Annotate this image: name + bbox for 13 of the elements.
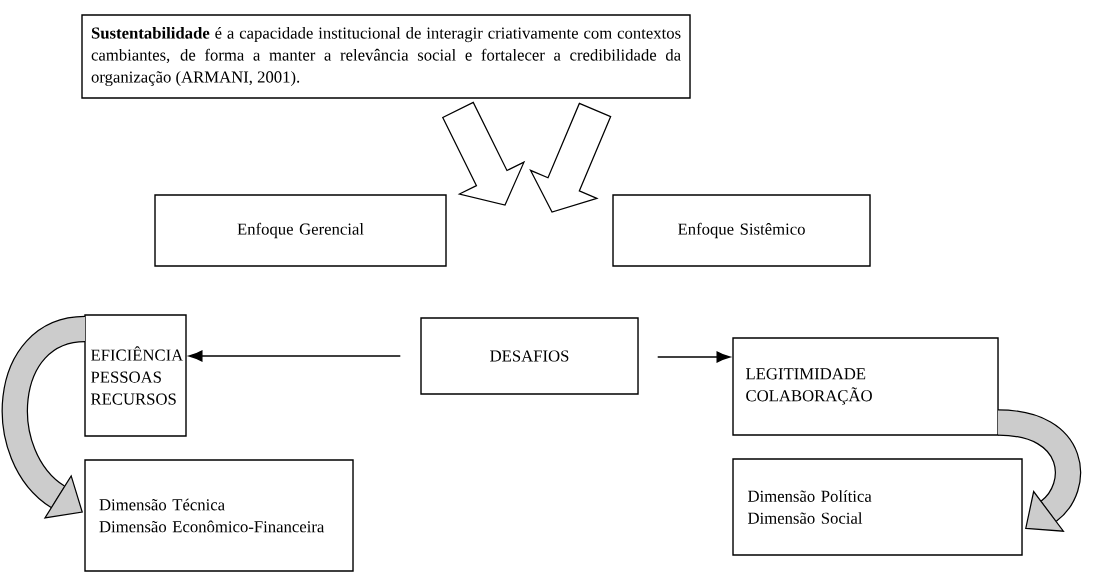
text-box: Enfoque Sistêmico [612, 194, 871, 267]
text-box: Enfoque Gerencial [154, 194, 447, 267]
text-box: Dimensão Técnica Dimensão Econômico-Financeira [84, 459, 354, 572]
curved-arrow [1, 315, 87, 519]
text-box: Sustentabilidade é a capacidade institucional de interagir criativamente com contextos cambiantes, de forma a manter a relevância social e fortalecer a credibilidade da organização (ARMANI, 2001). [81, 14, 691, 99]
arrow [657, 351, 731, 363]
arrow [188, 350, 401, 362]
text-box: Dimensão Política Dimensão Social [732, 458, 1023, 556]
text-box: DESAFIOS [420, 317, 639, 395]
text-box: LEGITIMIDADE COLABORAÇÃO [732, 337, 999, 436]
curved-arrow [997, 409, 1081, 532]
block-arrow [529, 102, 612, 213]
text-box: EFICIÊNCIA PESSOAS RECURSOS [84, 314, 187, 437]
